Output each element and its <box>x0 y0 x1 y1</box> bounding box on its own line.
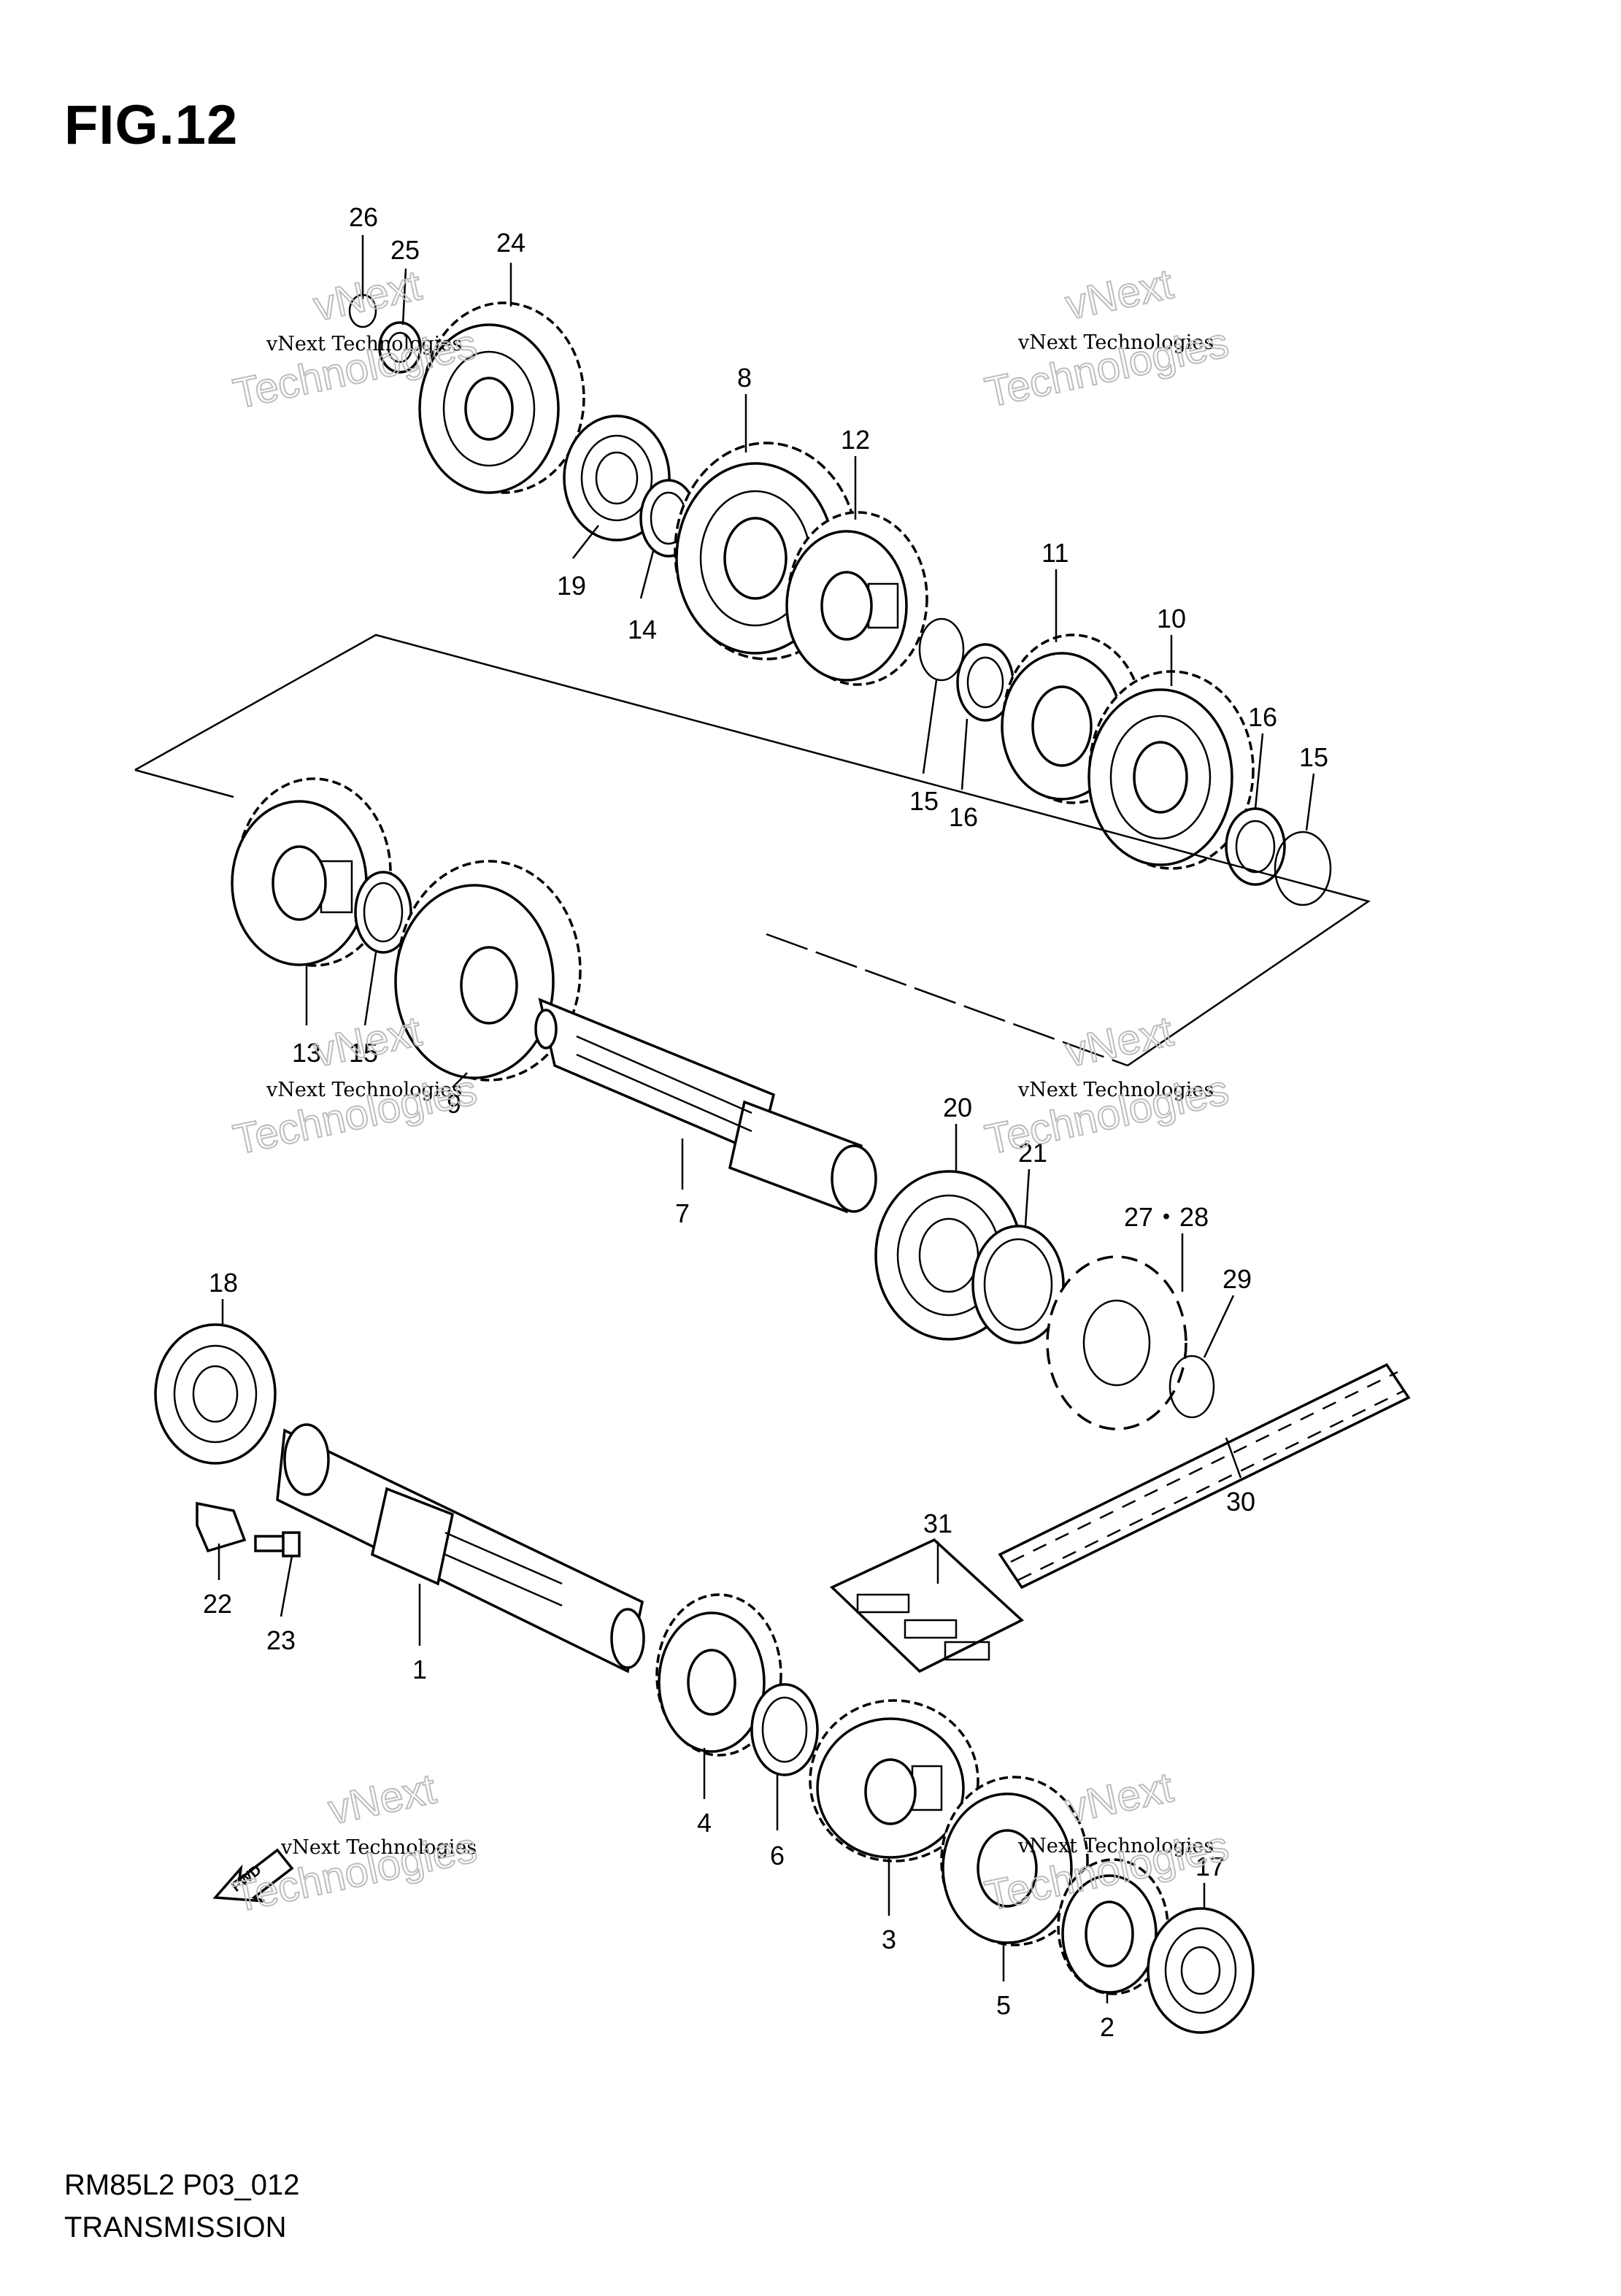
part-6-ring <box>750 1683 819 1776</box>
part-17-bearing <box>1147 1907 1255 2034</box>
part-10-gear <box>1087 670 1255 870</box>
part-15-circlip-right <box>1274 831 1332 906</box>
watermark-big-1: vNext <box>1061 1007 1177 1076</box>
watermark-small: vNext Technologies <box>280 1836 477 1859</box>
watermark-big-1: vNext <box>324 1765 440 1833</box>
callout-2: 2 <box>1100 2012 1114 2042</box>
callout-26: 26 <box>349 202 378 232</box>
callout-22: 22 <box>203 1589 232 1619</box>
part-18-bearing <box>154 1323 277 1465</box>
assembly-frame-right <box>766 933 1128 1067</box>
part-7-countershaft <box>534 998 877 1214</box>
part-13-gear <box>231 777 392 967</box>
part-21-oil-seal <box>971 1225 1065 1344</box>
leader-lines <box>217 235 1315 2003</box>
callout-7: 7 <box>675 1198 690 1228</box>
callout-15-b: 15 <box>1299 742 1328 772</box>
watermark-big-1: vNext <box>309 261 426 330</box>
callout-21: 21 <box>1018 1138 1047 1168</box>
part-2-gear <box>1057 1858 1169 1995</box>
figure-title: FIG.12 <box>64 94 239 156</box>
part-15-circlip <box>918 617 965 682</box>
callout-29: 29 <box>1223 1264 1252 1294</box>
callout-14: 14 <box>628 615 657 644</box>
watermark-small: vNext Technologies <box>1017 1835 1214 1857</box>
callout-17: 17 <box>1195 1852 1225 1881</box>
watermark-small: vNext Technologies <box>1017 331 1214 354</box>
part-23-bolt <box>254 1531 301 1557</box>
callout-11: 11 <box>1041 538 1069 568</box>
part-4-gear <box>655 1593 782 1757</box>
callout-12: 12 <box>841 425 870 455</box>
part-22-plate <box>196 1501 247 1553</box>
part-27-28-sprocket <box>1046 1255 1187 1430</box>
part-1-driveshaft <box>276 1423 645 1673</box>
callout-6: 6 <box>770 1841 785 1871</box>
part-31-chain-joint <box>829 1538 1025 1673</box>
callout-30: 30 <box>1226 1487 1255 1517</box>
callout-20: 20 <box>943 1093 972 1122</box>
model-code: RM85L2 P03_012 <box>64 2169 300 2201</box>
callout-4: 4 <box>697 1808 712 1838</box>
callout-27-28: 27・28 <box>1124 1202 1209 1232</box>
watermark-top-right: vNext vNext Technologies Technologies <box>980 259 1233 417</box>
part-24-gear <box>418 301 585 494</box>
callout-1: 1 <box>412 1654 427 1684</box>
callout-13: 13 <box>292 1038 321 1068</box>
callout-numbers: 26 25 24 8 12 19 14 11 10 15 16 16 15 13… <box>203 202 1328 2042</box>
callout-16-a: 16 <box>949 802 978 832</box>
part-5-gear <box>940 1776 1089 1946</box>
callout-3: 3 <box>882 1925 896 1954</box>
callout-18: 18 <box>209 1268 238 1298</box>
assembly-frame-left <box>134 768 234 798</box>
callout-19: 19 <box>557 571 586 601</box>
section-name: TRANSMISSION <box>64 2211 287 2243</box>
watermark-small: vNext Technologies <box>1017 1079 1214 1101</box>
part-12-gear <box>785 511 928 686</box>
callout-16-b: 16 <box>1248 702 1277 732</box>
callout-23: 23 <box>266 1625 296 1655</box>
callout-10: 10 <box>1157 604 1186 633</box>
watermark-bottom-left: vNext vNext Technologies Technologies <box>228 1764 482 1922</box>
callout-8: 8 <box>737 363 752 393</box>
part-3-gear <box>809 1699 979 1862</box>
watermark-mid-right: vNext vNext Technologies Technologies <box>980 1006 1233 1164</box>
watermark-big-1: vNext <box>309 1007 426 1076</box>
callout-24: 24 <box>496 228 525 258</box>
callout-31: 31 <box>923 1509 952 1538</box>
watermark-big-1: vNext <box>1061 1763 1177 1832</box>
callout-9: 9 <box>447 1089 461 1119</box>
callout-5: 5 <box>996 1990 1011 2020</box>
callout-15-a: 15 <box>909 786 939 816</box>
part-15-ring-left <box>354 871 412 954</box>
part-29-circlip <box>1168 1355 1215 1419</box>
watermark-small: vNext Technologies <box>266 1079 462 1101</box>
assembly-frame-upper <box>134 633 1371 1067</box>
callout-25: 25 <box>390 235 420 265</box>
watermark-small: vNext Technologies <box>266 333 462 355</box>
part-25-washer <box>378 321 422 374</box>
callout-15-c: 15 <box>349 1038 378 1068</box>
watermark-big-1: vNext <box>1061 260 1177 328</box>
part-30-drive-chain <box>998 1363 1411 1590</box>
